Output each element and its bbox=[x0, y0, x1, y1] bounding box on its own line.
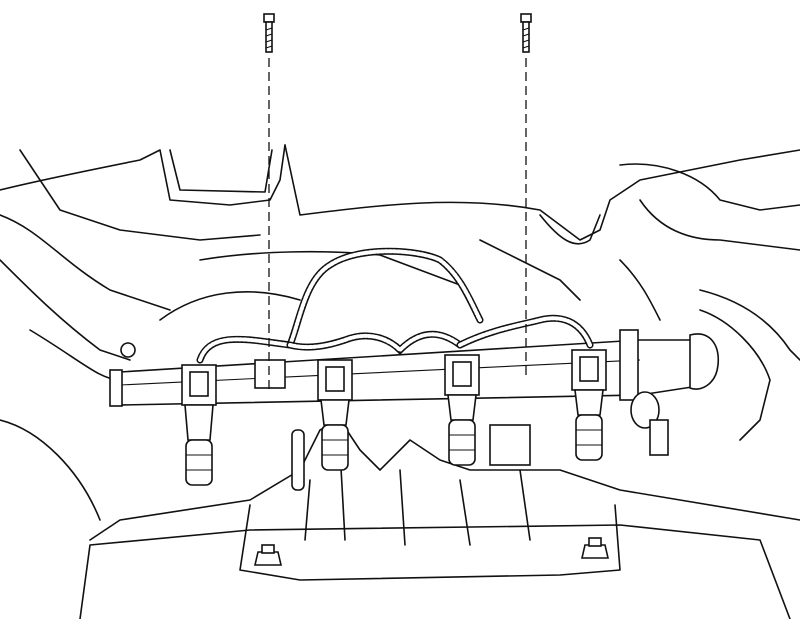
injector-2 bbox=[317, 359, 353, 471]
injector-1 bbox=[181, 364, 217, 486]
engine-bay-outline bbox=[0, 144, 800, 521]
injector-4 bbox=[571, 349, 607, 461]
vacuum-pipe bbox=[291, 429, 305, 491]
bracket bbox=[254, 359, 286, 389]
mounting-nut-left bbox=[253, 544, 283, 566]
hose-cap bbox=[120, 342, 136, 358]
bolt-right bbox=[520, 13, 532, 53]
intake-manifold bbox=[79, 419, 800, 619]
mounting-nut-right bbox=[580, 537, 610, 559]
injector-3 bbox=[444, 354, 480, 466]
bolt-left bbox=[263, 13, 275, 53]
pressure-regulator bbox=[630, 391, 669, 456]
connector-block bbox=[489, 424, 531, 466]
wiring-harness bbox=[196, 247, 594, 364]
